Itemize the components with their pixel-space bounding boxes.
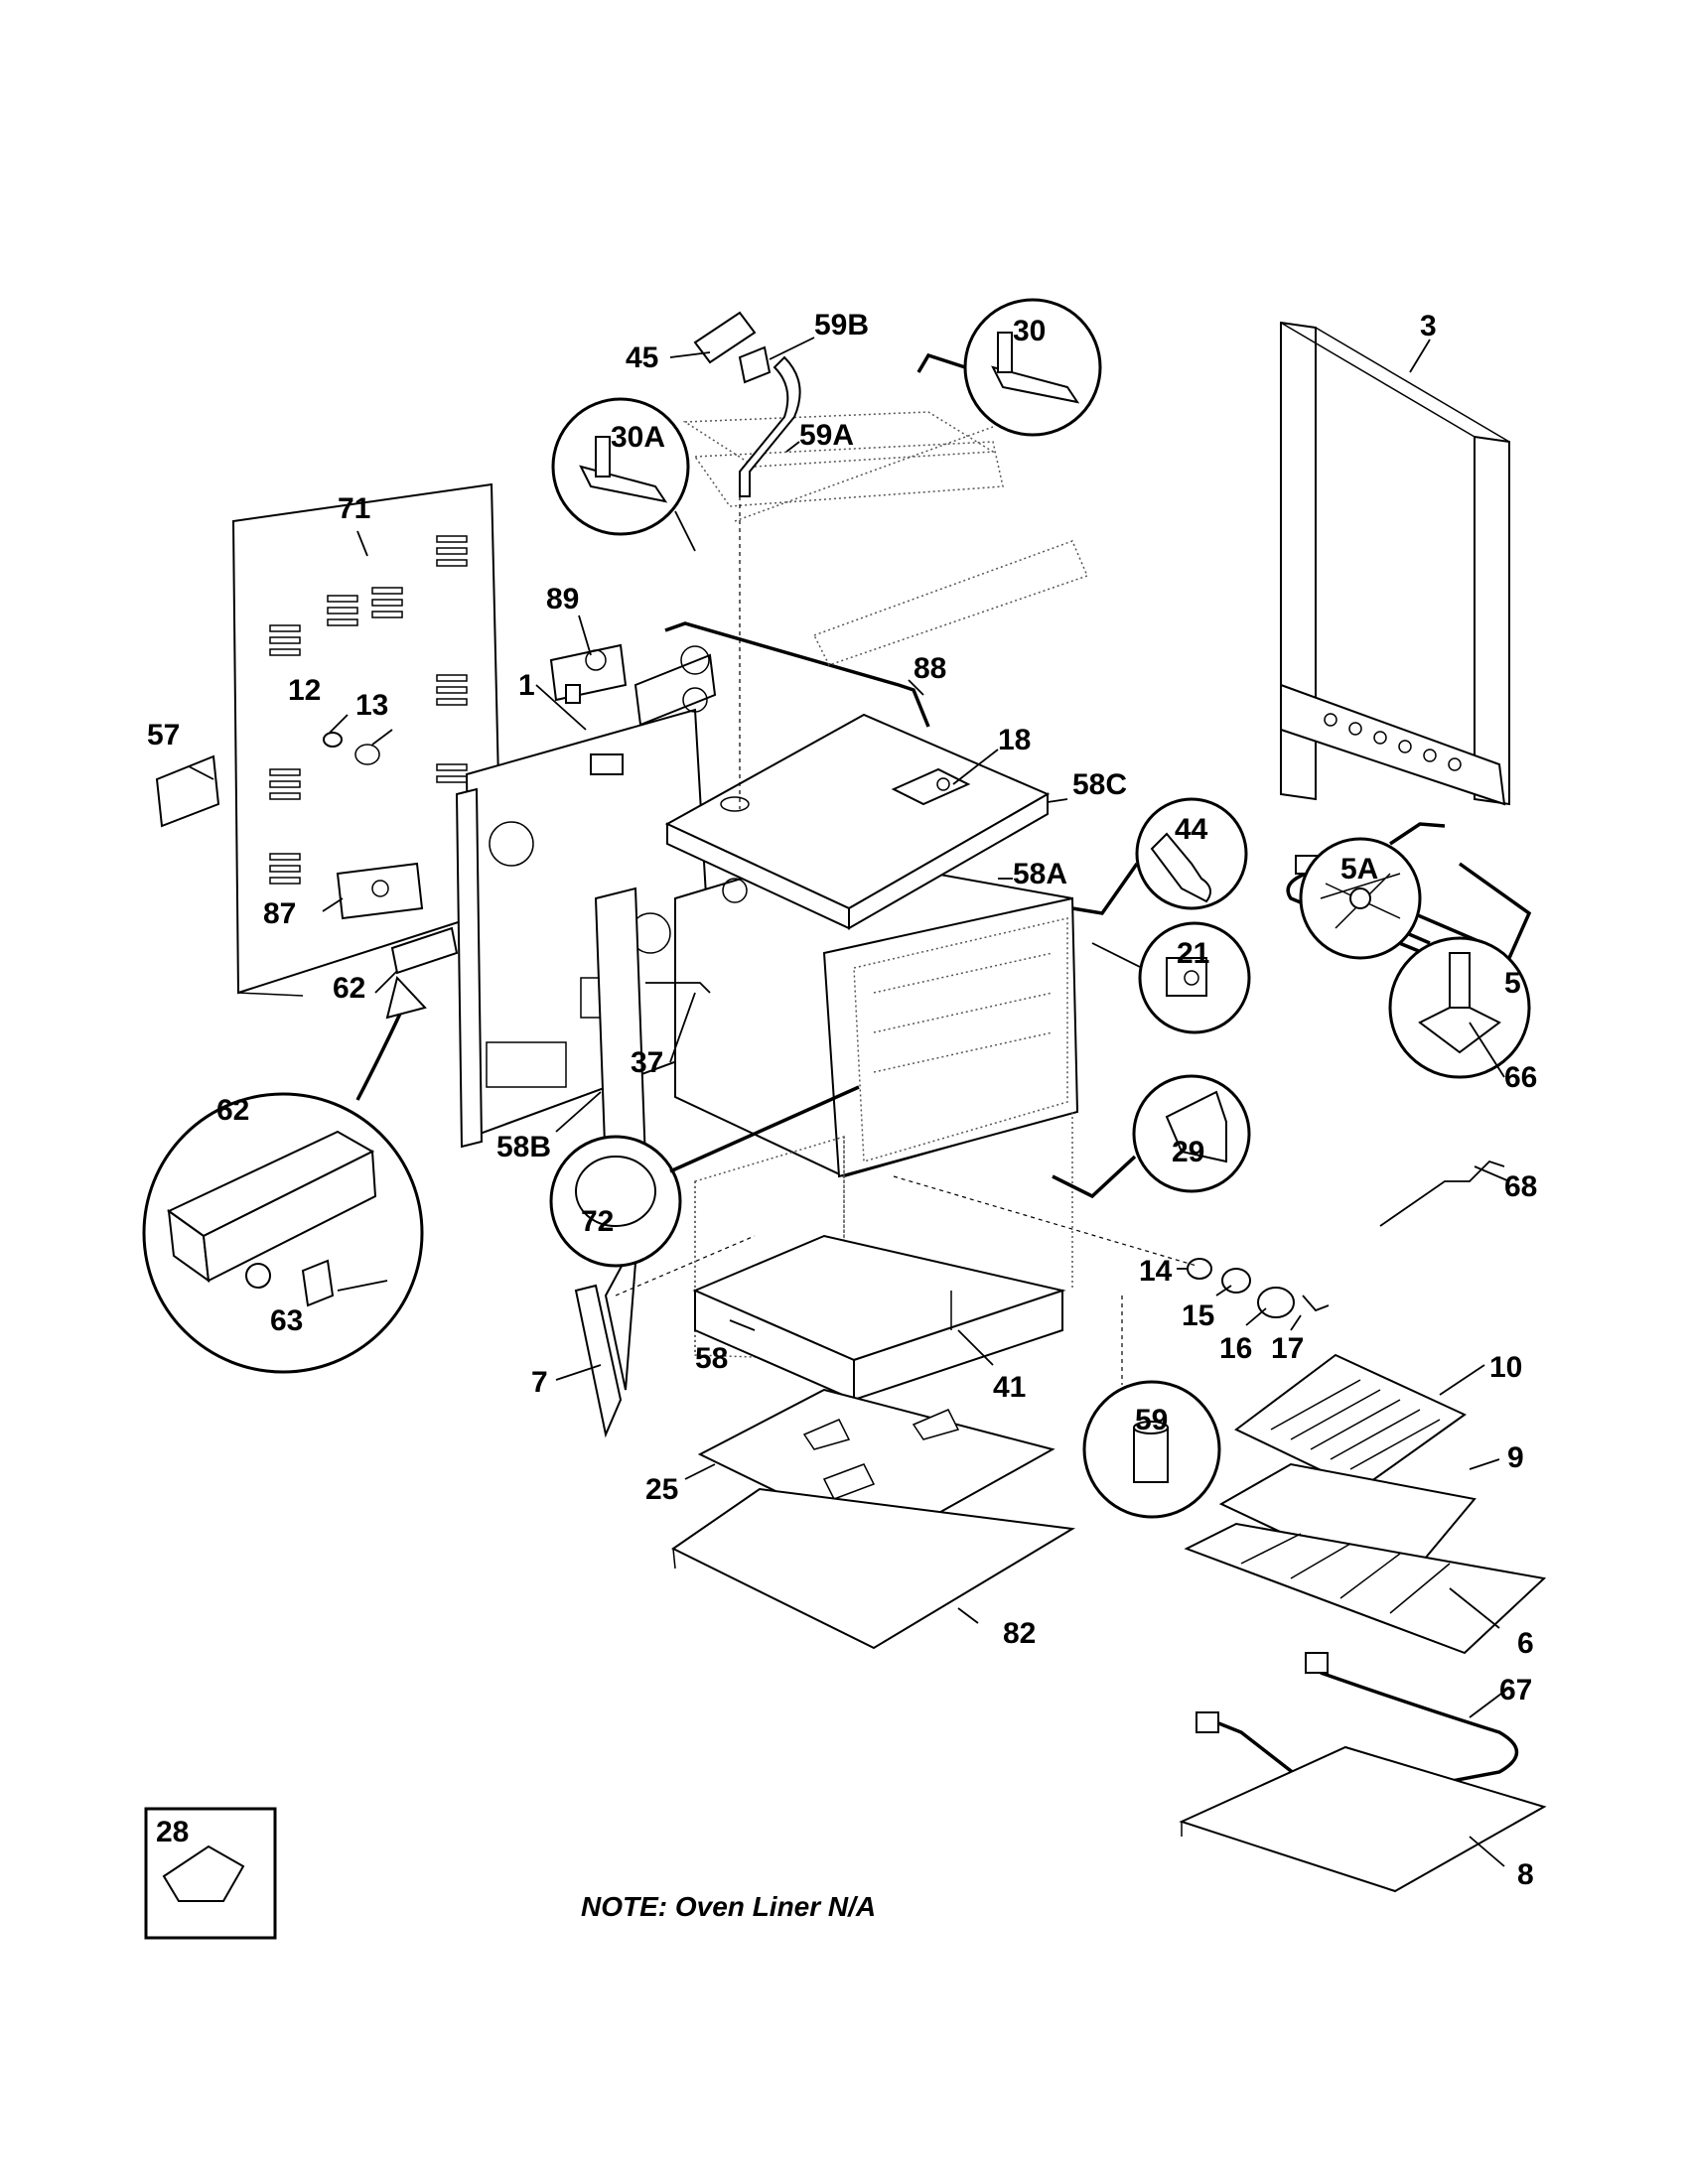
part-10-broiler-grid	[1234, 1353, 1467, 1491]
part-87-bracket	[336, 862, 424, 920]
label-1: 1	[518, 669, 535, 702]
part-1-side-frame	[455, 645, 717, 1149]
label-59: 59	[1135, 1404, 1168, 1436]
callout-arrow	[355, 1002, 407, 1101]
part-28-detail-box	[144, 1807, 277, 1940]
label-68: 68	[1504, 1170, 1537, 1203]
label-6: 6	[1517, 1627, 1534, 1660]
label-58B: 58B	[496, 1131, 551, 1163]
label-14: 14	[1139, 1255, 1173, 1288]
label-62: 62	[333, 972, 365, 1005]
part-18-switch	[891, 767, 971, 806]
leader-lines	[188, 337, 1510, 1867]
label-7: 7	[531, 1366, 548, 1399]
label-8: 8	[1517, 1858, 1534, 1891]
rear-panel-vents	[269, 535, 468, 885]
part-8-element-cover	[1179, 1745, 1547, 1893]
part-45-bracket	[693, 311, 757, 364]
part-12-grommet	[323, 732, 343, 748]
label-16: 16	[1219, 1332, 1252, 1365]
label-67: 67	[1499, 1674, 1532, 1706]
part-7-hinge	[574, 1257, 637, 1438]
top-frame-rails	[682, 411, 1089, 666]
label-21: 21	[1177, 937, 1209, 970]
part-59A-tube	[739, 355, 801, 497]
callout-30	[916, 298, 1102, 437]
label-44: 44	[1175, 813, 1208, 846]
label-88: 88	[914, 652, 946, 685]
label-63: 63	[270, 1304, 303, 1337]
label-59A: 59A	[799, 419, 854, 452]
callout-5	[1388, 862, 1532, 1079]
part-37-sensor	[645, 982, 711, 994]
label-5A: 5A	[1340, 853, 1378, 886]
part-14-socket	[1187, 1258, 1212, 1280]
part-3-door-frame	[1280, 321, 1510, 806]
part-82-bottom-tray	[671, 1487, 1075, 1650]
label-5: 5	[1504, 967, 1521, 1000]
label-87: 87	[263, 897, 296, 930]
part-16-lens	[1257, 1287, 1295, 1318]
label-89: 89	[546, 583, 579, 615]
callout-30A	[551, 397, 696, 552]
label-59B: 59B	[814, 309, 869, 341]
part-6-oven-rack	[1184, 1522, 1547, 1655]
part-13-ring	[354, 744, 380, 765]
label-25: 25	[645, 1473, 678, 1506]
label-3: 3	[1420, 310, 1437, 342]
label-9: 9	[1507, 1441, 1524, 1474]
label-66: 66	[1504, 1061, 1537, 1094]
part-88-rod	[664, 621, 930, 728]
label-37: 37	[631, 1046, 663, 1079]
label-58C: 58C	[1072, 768, 1127, 801]
label-15: 15	[1182, 1299, 1214, 1332]
label-71: 71	[338, 492, 370, 525]
label-28: 28	[156, 1816, 189, 1848]
callout-21	[1091, 921, 1251, 1034]
callout-59	[1082, 1380, 1221, 1519]
label-30: 30	[1013, 315, 1046, 347]
part-58C-top-insulation	[664, 713, 1051, 930]
label-82: 82	[1003, 1617, 1036, 1650]
part-58-bottom-insulation	[692, 1234, 1066, 1402]
label-18: 18	[998, 724, 1031, 756]
part-68-wire-clip	[1379, 1160, 1505, 1227]
part-17-clip	[1302, 1295, 1330, 1312]
label-17: 17	[1271, 1332, 1304, 1365]
label-13: 13	[355, 689, 388, 722]
part-71-rear-panel	[231, 482, 503, 997]
label-62-detail: 62	[216, 1094, 249, 1127]
part-57-cover-plate	[155, 754, 220, 828]
part-58A-oven-cavity-insulation	[674, 852, 1079, 1178]
label-10: 10	[1489, 1351, 1522, 1384]
part-number-labels: 45 59B 30 30A 59A 3 71 89 12 1 13 88 57 …	[147, 309, 1537, 1891]
part-62-terminal-block	[390, 926, 459, 975]
oven-liner-note: NOTE: Oven Liner N/A	[581, 1891, 876, 1922]
label-12: 12	[288, 674, 321, 707]
callout-29	[1052, 1074, 1251, 1199]
label-58A: 58A	[1013, 858, 1067, 890]
callout-72	[549, 1085, 860, 1268]
label-30A: 30A	[611, 421, 665, 454]
part-58B-side-insulation	[594, 887, 647, 1173]
label-29: 29	[1172, 1136, 1204, 1168]
label-72: 72	[581, 1205, 614, 1238]
callout-44	[1071, 797, 1248, 915]
label-58: 58	[695, 1342, 728, 1375]
callout-5A	[1299, 822, 1446, 960]
label-57: 57	[147, 719, 180, 751]
label-45: 45	[626, 341, 658, 374]
part-25-bottom-panel	[697, 1388, 1055, 1546]
callout-62-detail	[142, 975, 427, 1374]
part-89-thermostat	[549, 643, 628, 704]
part-59B-bracket	[738, 345, 772, 384]
label-41: 41	[993, 1371, 1026, 1404]
